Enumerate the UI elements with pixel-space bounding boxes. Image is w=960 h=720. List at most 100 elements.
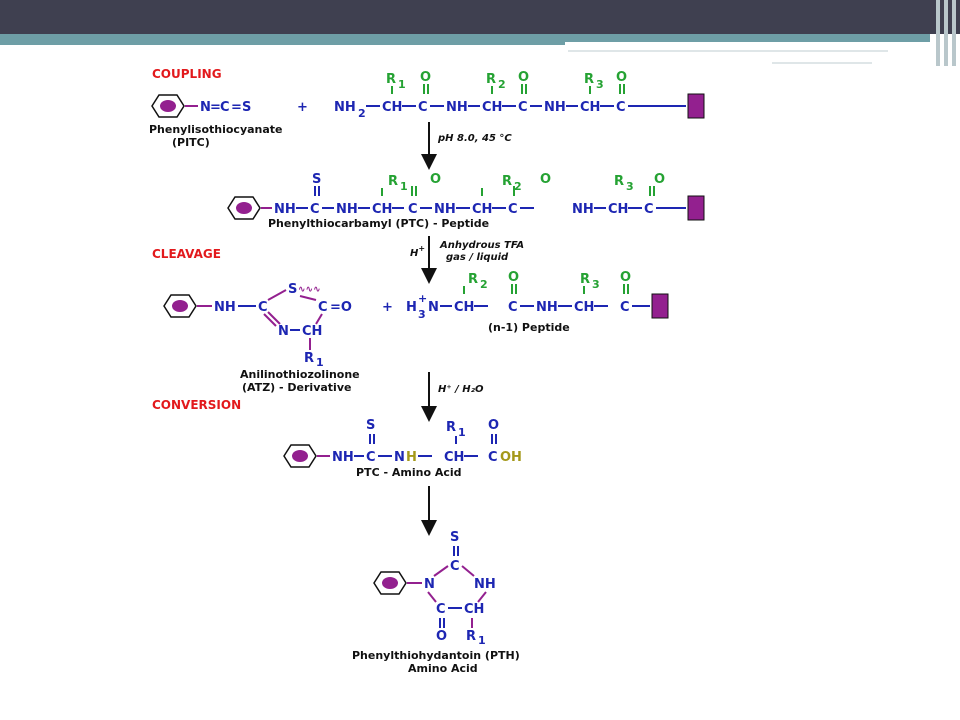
- section-title-cleavage: CLEAVAGE: [152, 247, 221, 261]
- svg-text:N: N: [200, 100, 211, 115]
- svg-text:3: 3: [418, 308, 426, 321]
- svg-text:N: N: [394, 450, 405, 465]
- svg-text:H: H: [406, 300, 417, 315]
- svg-text:=: =: [210, 100, 221, 115]
- svg-text:O: O: [518, 70, 529, 85]
- slide-accent-stripe: [0, 34, 930, 42]
- svg-text:C: C: [418, 100, 428, 115]
- svg-text:S: S: [288, 282, 297, 297]
- svg-text:NH: NH: [334, 100, 356, 115]
- svg-text:C: C: [518, 100, 528, 115]
- svg-text:O: O: [540, 172, 551, 187]
- svg-text:2: 2: [498, 78, 506, 91]
- svg-text:+: +: [382, 300, 393, 315]
- slide-corner-line: [936, 0, 940, 66]
- condition-step3: H⁺ / H₂O: [438, 384, 484, 395]
- phenyl-ring-icon: [151, 94, 185, 118]
- svg-text:CH: CH: [444, 450, 464, 465]
- svg-text:O: O: [654, 172, 665, 187]
- svg-text:=: =: [231, 100, 242, 115]
- svg-text:1: 1: [398, 78, 406, 91]
- svg-text:NH: NH: [544, 100, 566, 115]
- svg-text:CH: CH: [382, 100, 402, 115]
- svg-text:NH: NH: [474, 577, 496, 592]
- svg-text:2: 2: [358, 107, 366, 120]
- svg-text:C: C: [408, 202, 418, 217]
- svg-text:N: N: [424, 577, 435, 592]
- svg-text:CH: CH: [574, 300, 594, 315]
- svg-text:CH: CH: [302, 324, 322, 339]
- svg-text:C: C: [620, 300, 630, 315]
- svg-text:S: S: [242, 100, 251, 115]
- caption-atz: Anilinothiozolinone: [240, 368, 360, 381]
- svg-text:C: C: [508, 202, 518, 217]
- svg-text:1: 1: [458, 426, 466, 439]
- svg-text:C: C: [436, 602, 446, 617]
- svg-text:R: R: [466, 629, 476, 644]
- svg-text:CH: CH: [482, 100, 502, 115]
- slide-thin-line: [568, 50, 888, 52]
- svg-text:C: C: [508, 300, 518, 315]
- svg-text:NH: NH: [336, 202, 358, 217]
- section-title-conversion: CONVERSION: [152, 398, 241, 412]
- svg-text:C: C: [488, 450, 498, 465]
- svg-text:H: H: [406, 450, 417, 465]
- svg-text:N: N: [278, 324, 289, 339]
- svg-text:O: O: [488, 418, 499, 433]
- slide-thin-line: [772, 62, 872, 64]
- svg-text:O: O: [620, 270, 631, 285]
- section-title-coupling: COUPLING: [152, 67, 222, 81]
- svg-text:CH: CH: [454, 300, 474, 315]
- caption-pth-amino-acid: Amino Acid: [408, 662, 478, 675]
- svg-text:C: C: [258, 300, 268, 315]
- cleavage-squiggle-icon: ∿∿∿: [298, 285, 321, 295]
- phenyl-ring-icon: [163, 294, 197, 318]
- caption-ptc-peptide: Phenylthiocarbamyl (PTC) - Peptide: [268, 217, 489, 230]
- svg-text:S: S: [366, 418, 375, 433]
- svg-text:R: R: [486, 72, 496, 87]
- svg-text:O: O: [508, 270, 519, 285]
- phenyl-ring-icon: [373, 571, 407, 595]
- svg-text:N: N: [428, 300, 439, 315]
- svg-text:R: R: [388, 174, 398, 189]
- svg-text:C: C: [318, 300, 328, 315]
- svg-text:R: R: [580, 272, 590, 287]
- svg-text:NH: NH: [434, 202, 456, 217]
- svg-text:O: O: [616, 70, 627, 85]
- svg-text:NH: NH: [446, 100, 468, 115]
- svg-text:R: R: [304, 351, 314, 366]
- svg-text:CH: CH: [472, 202, 492, 217]
- svg-text:1: 1: [400, 180, 408, 193]
- svg-text:2: 2: [514, 180, 522, 193]
- svg-text:3: 3: [592, 278, 600, 291]
- phenyl-ring-icon: [283, 444, 317, 468]
- svg-text:O: O: [420, 70, 431, 85]
- slide-header-bar: [0, 0, 960, 34]
- caption-pitc: Phenylisothiocyanate: [149, 123, 283, 136]
- svg-text:CH: CH: [464, 602, 484, 617]
- svg-text:NH: NH: [572, 202, 594, 217]
- caption-n1-peptide: (n-1) Peptide: [488, 321, 570, 334]
- svg-text:R: R: [446, 420, 456, 435]
- svg-text:C: C: [644, 202, 654, 217]
- caption-pth: Phenylthiohydantoin (PTH): [352, 649, 520, 662]
- condition-step1: pH 8.0, 45 °C: [437, 133, 512, 144]
- svg-text:3: 3: [596, 78, 604, 91]
- svg-text:CH: CH: [580, 100, 600, 115]
- svg-text:R: R: [468, 272, 478, 287]
- svg-text:OH: OH: [500, 450, 522, 465]
- condition-step2-phase: gas / liquid: [446, 252, 509, 263]
- svg-text:S: S: [450, 530, 459, 545]
- svg-text:R: R: [502, 174, 512, 189]
- svg-text:+: +: [418, 292, 427, 305]
- svg-text:NH: NH: [536, 300, 558, 315]
- svg-text:C: C: [450, 559, 460, 574]
- svg-text:1: 1: [478, 634, 486, 647]
- svg-text:NH: NH: [274, 202, 296, 217]
- svg-text:NH: NH: [214, 300, 236, 315]
